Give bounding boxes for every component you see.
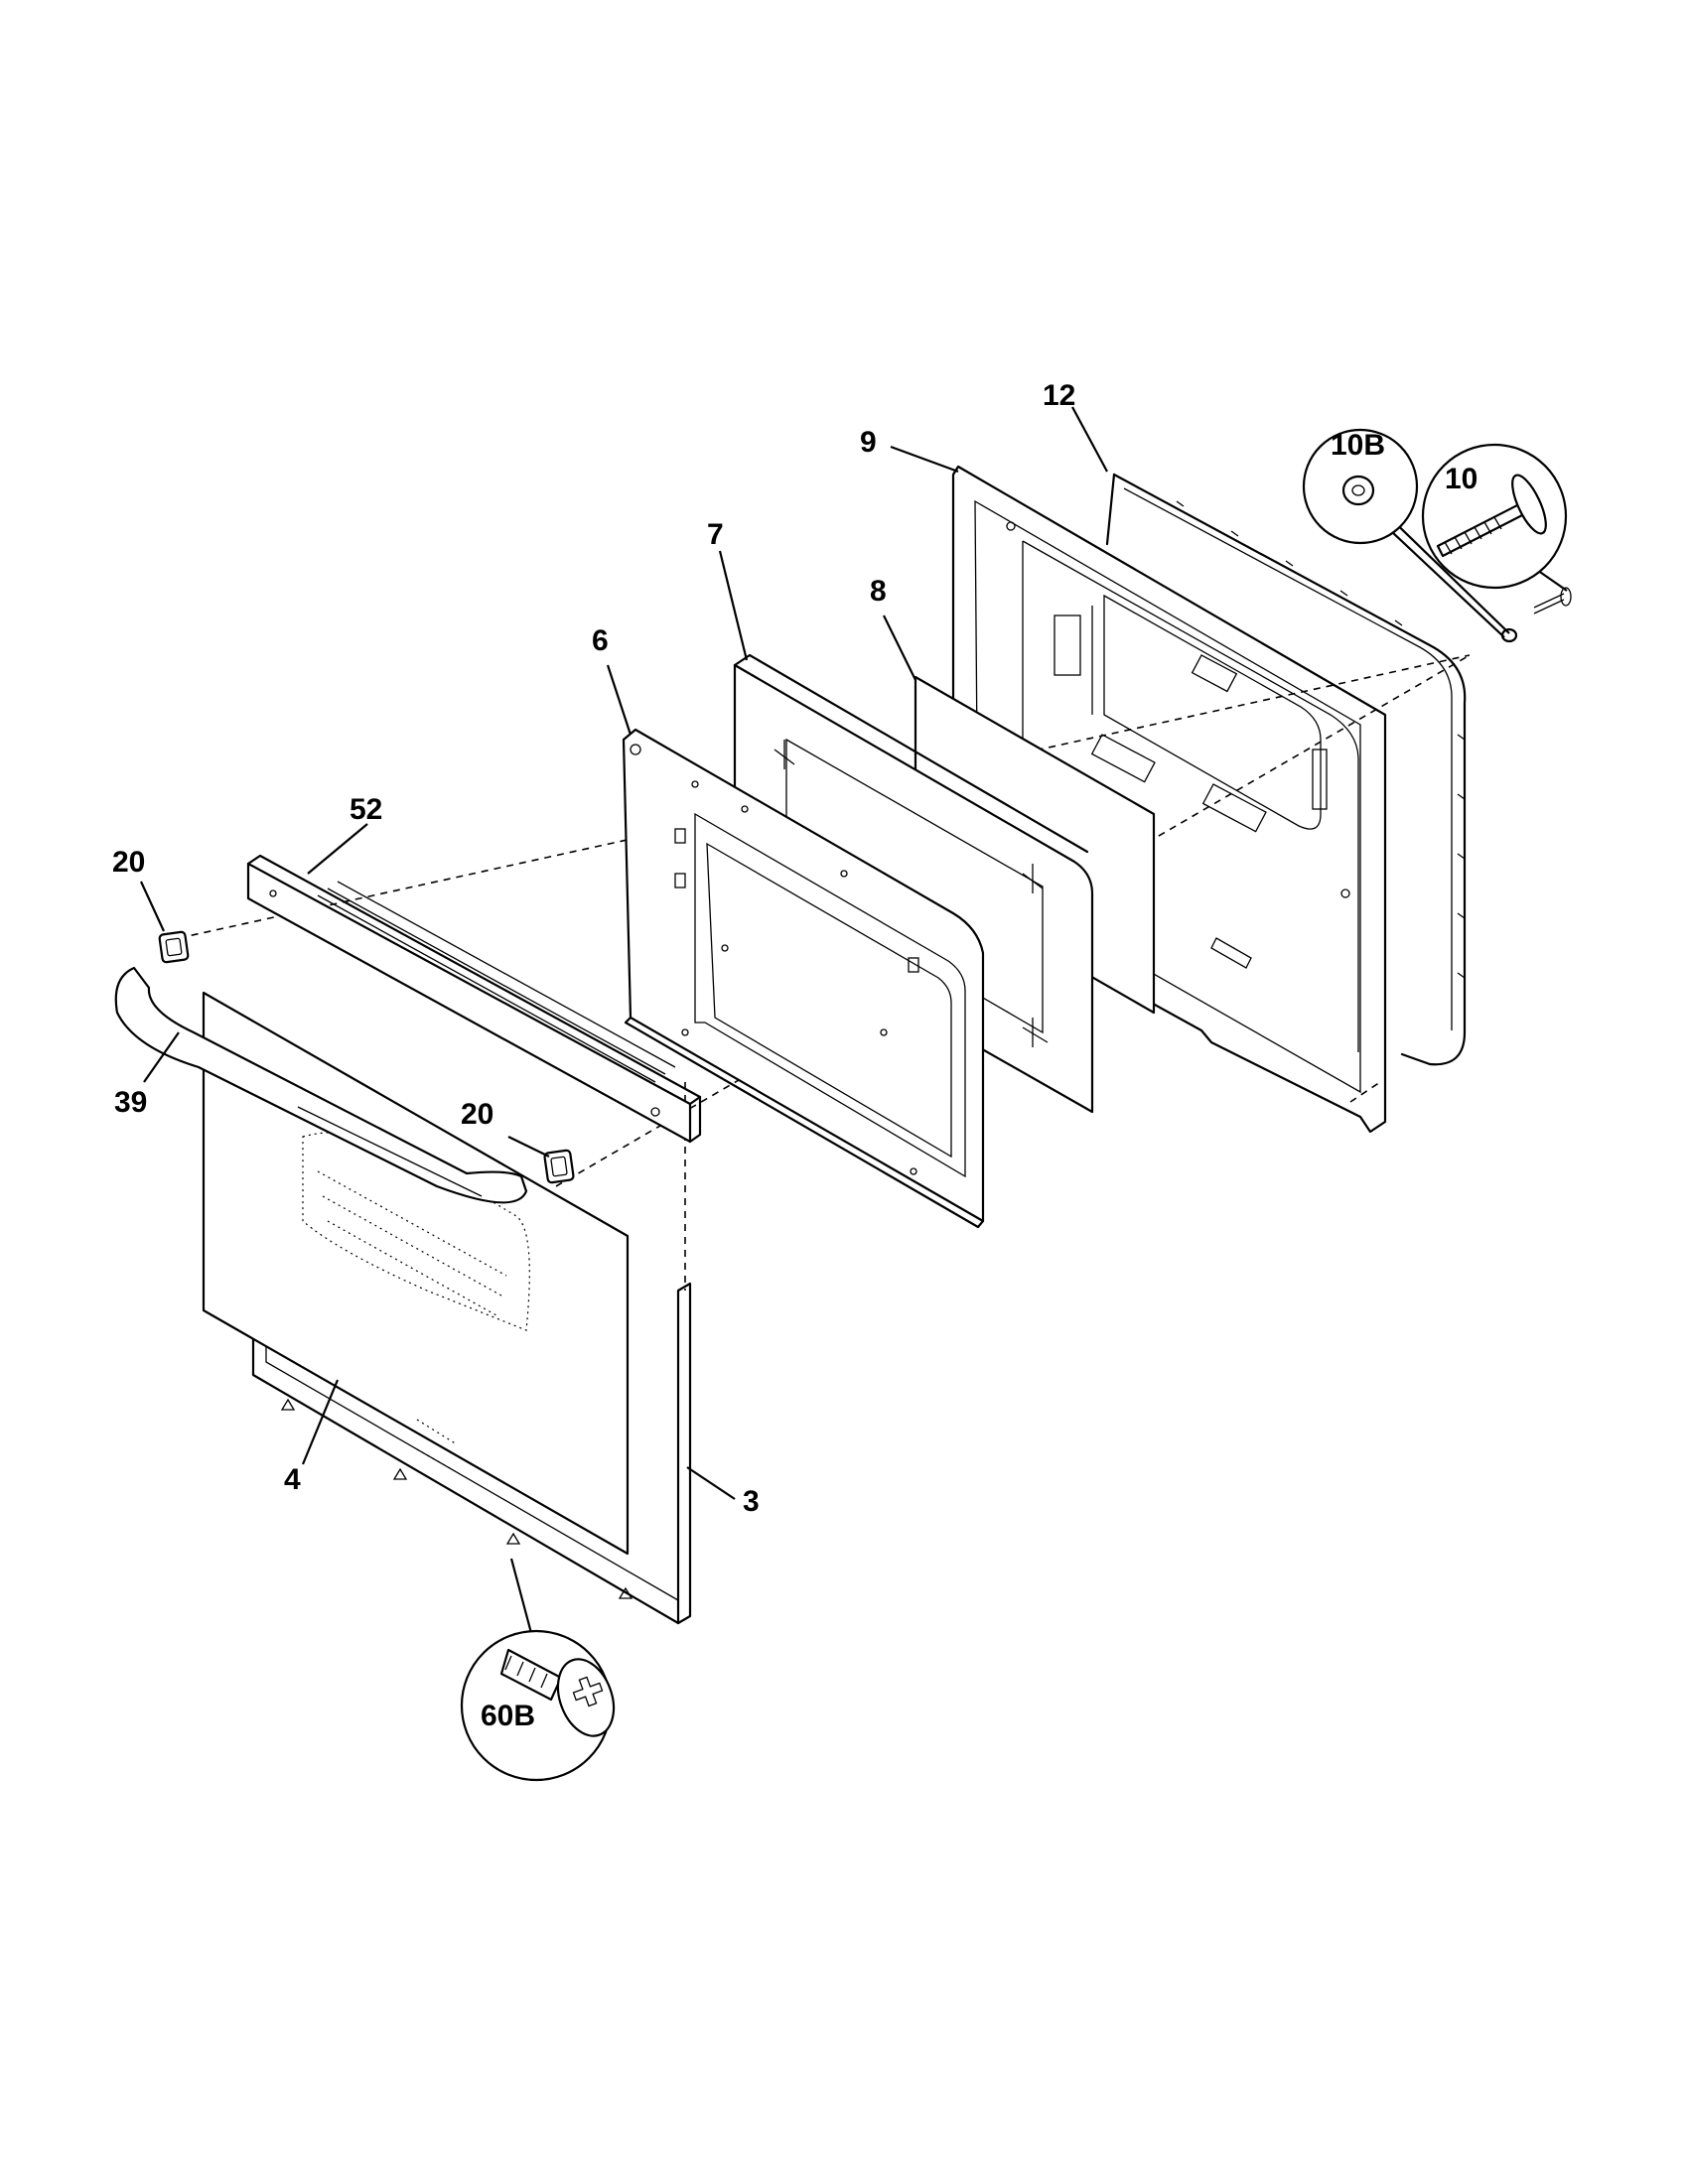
- callout-20-left: 20: [112, 846, 145, 879]
- callout-39: 39: [114, 1086, 147, 1119]
- callout-4: 4: [284, 1463, 301, 1496]
- callout-6: 6: [592, 624, 609, 657]
- callout-10: 10: [1445, 463, 1477, 495]
- bottom-screws: [280, 1398, 633, 1599]
- part-7-insulation: [733, 653, 1094, 1114]
- detail-bubble-10b: [1302, 428, 1419, 545]
- gasket-clips: [1176, 500, 1466, 979]
- callout-10b: 10B: [1331, 429, 1385, 462]
- part-10-screw-small: [1533, 587, 1572, 614]
- leader-lines: [140, 406, 1568, 1634]
- part-52-top-trim: [246, 854, 702, 1144]
- callout-3: 3: [743, 1485, 760, 1518]
- callout-7: 7: [707, 518, 724, 551]
- callout-60b: 60B: [481, 1700, 535, 1732]
- callout-20-right: 20: [461, 1098, 493, 1131]
- callout-8: 8: [870, 575, 887, 608]
- detail-bubble-10: [1421, 443, 1568, 590]
- callout-12: 12: [1043, 379, 1075, 412]
- part-6-inner-panel: [622, 728, 985, 1229]
- part-20-end-cap-left: [158, 930, 190, 964]
- callout-52: 52: [350, 793, 382, 826]
- callout-labels: 3 4 6 7 8 9 10 10B 12 20 20 39 52 60B: [112, 379, 1477, 1732]
- callout-9: 9: [860, 426, 877, 459]
- part-12-gasket: [1105, 473, 1467, 1066]
- part-4-outer-door-glass: [202, 991, 630, 1556]
- detail-bubble-60b: [460, 1629, 616, 1782]
- part-39-handle: [114, 966, 528, 1204]
- part-10b-washer-small: [1500, 627, 1518, 643]
- part-20-end-cap-right: [543, 1149, 575, 1184]
- insulation-cross-marks: [774, 740, 1049, 1047]
